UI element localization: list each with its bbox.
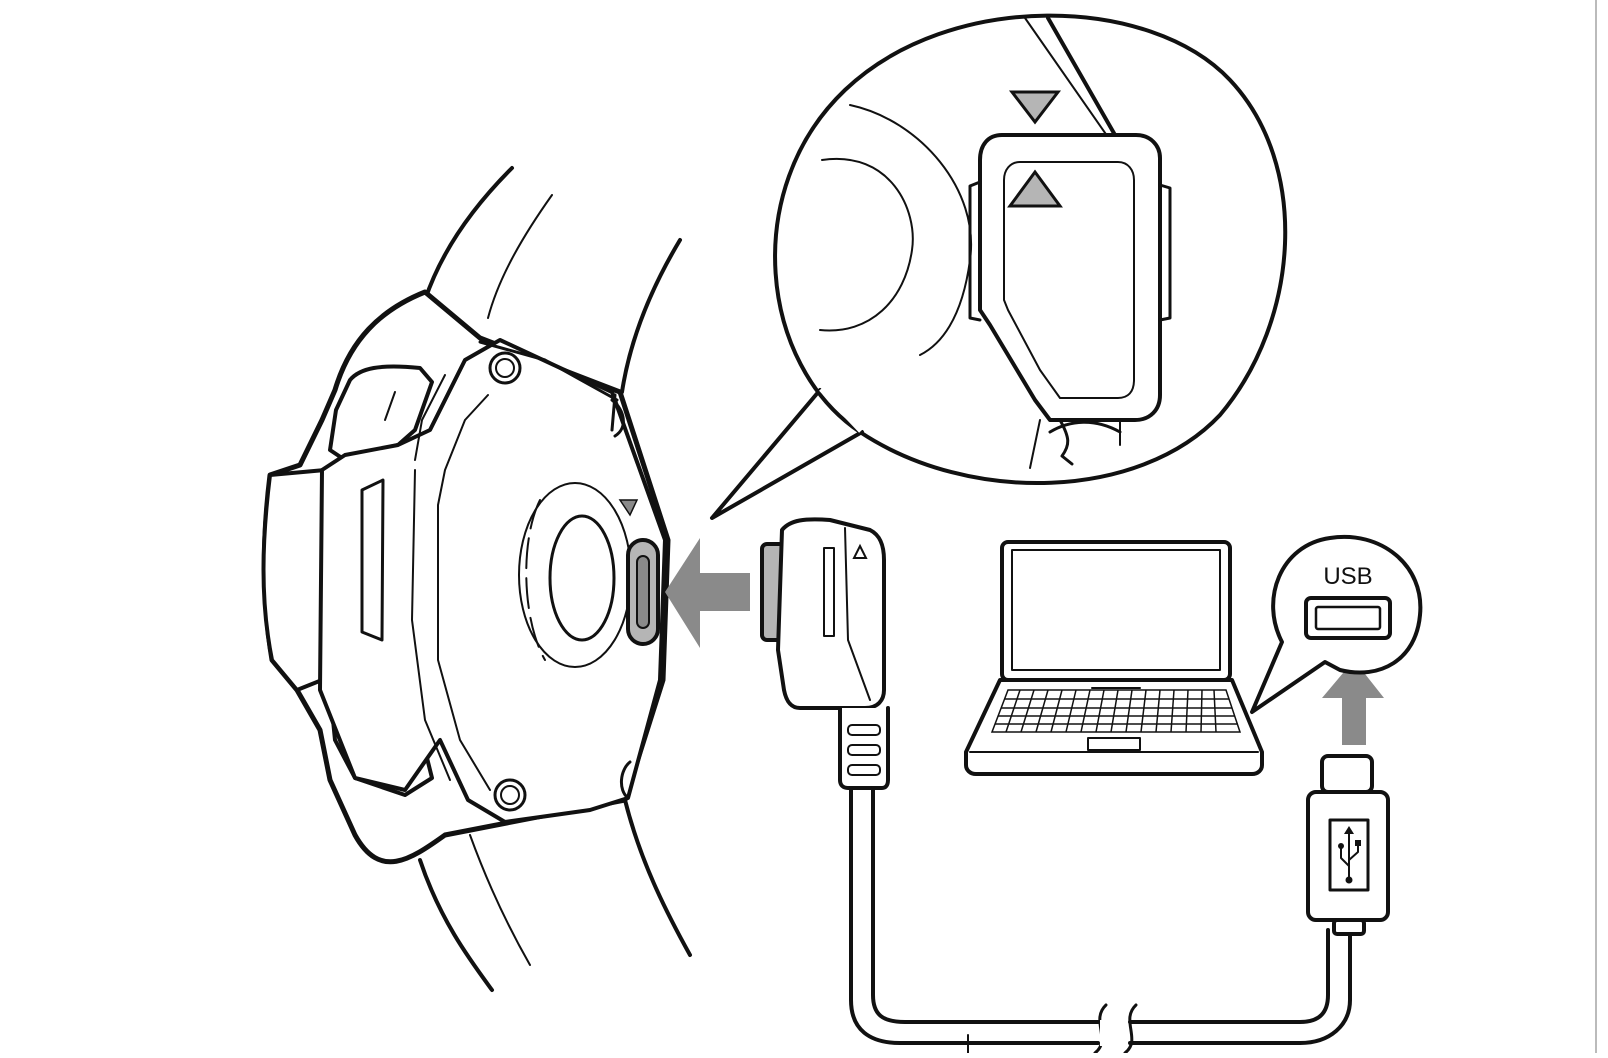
laptop-touchpad (1087, 737, 1141, 751)
watch-sensor-inner (548, 514, 616, 642)
watch-screw-bottom (493, 778, 527, 812)
charging-connector (760, 517, 890, 790)
laptop-base (964, 678, 1264, 776)
watch-alignment-triangle-icon (618, 499, 639, 517)
watch-case (318, 338, 667, 824)
laptop (964, 540, 1264, 776)
watch-strap-lower (418, 858, 494, 992)
usb-cable (849, 786, 1352, 1055)
usb-port-label: USB (1323, 563, 1372, 590)
usb-trident-icon (1338, 826, 1361, 884)
laptop-screen (1011, 549, 1221, 671)
usb-plug-tip (1320, 754, 1374, 794)
connector-strain-relief (838, 706, 890, 790)
usb-port-callout: USB (1250, 534, 1423, 714)
watch (261, 166, 692, 992)
watch-button-middle (261, 468, 327, 692)
watch-screw-top (488, 351, 522, 385)
cable-outer (849, 786, 1100, 1045)
watch-strap-upper (423, 166, 514, 302)
usb-plug (1306, 754, 1390, 936)
connector-alignment-triangle-icon (852, 543, 868, 559)
arrow-left-icon (665, 538, 750, 648)
connector-zoom-triangle-icon (1007, 169, 1063, 208)
port-alignment-triangle-icon (1008, 90, 1062, 125)
connector-body (776, 517, 886, 710)
arrow-up-icon (1322, 660, 1384, 745)
laptop-keyboard (990, 689, 1242, 733)
connector-zoom-callout (710, 13, 1288, 520)
laptop-lid (1000, 540, 1232, 682)
